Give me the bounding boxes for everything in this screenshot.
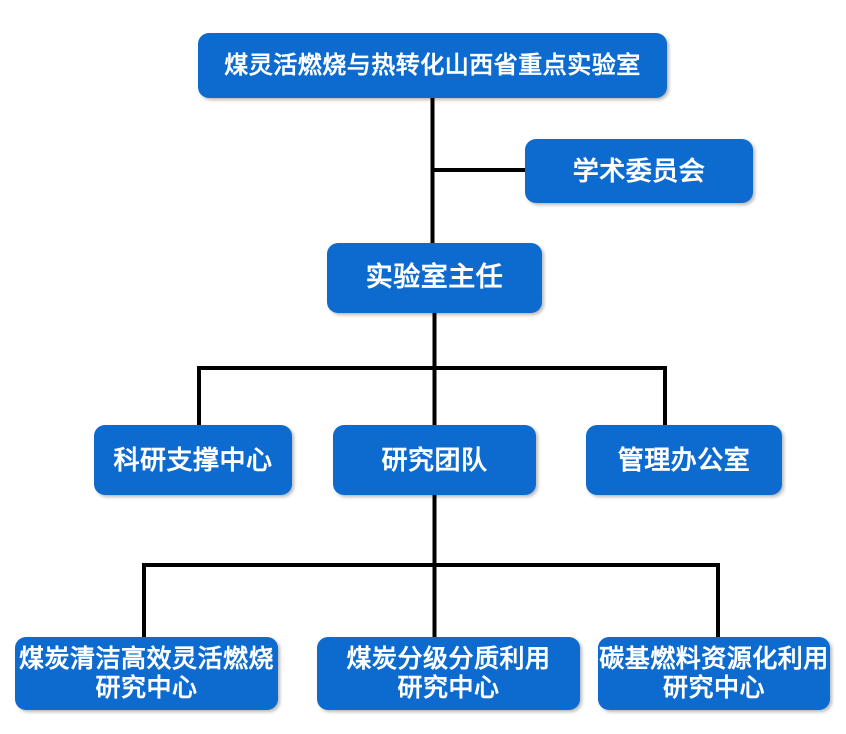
- org-node-research-teams: 研究团队: [333, 425, 536, 495]
- org-node-teams-label: 研究团队: [381, 444, 488, 475]
- org-node-center2-line1: 煤炭分级分质利用: [346, 644, 551, 673]
- org-node-director-label: 实验室主任: [365, 262, 504, 293]
- edge-teams-branch: [142, 563, 720, 639]
- org-node-root: 煤灵活燃烧与热转化山西省重点实验室: [198, 33, 667, 98]
- org-node-support-label: 科研支撑中心: [113, 444, 273, 475]
- org-node-center3-line2: 研究中心: [662, 673, 765, 702]
- edge-director-branch: [197, 366, 667, 427]
- org-node-admin-office: 管理办公室: [586, 425, 782, 495]
- org-node-clean-combustion-center: 煤炭清洁高效灵活燃烧 研究中心: [15, 637, 278, 710]
- org-node-carbon-fuel-center: 碳基燃料资源化利用 研究中心: [598, 637, 830, 710]
- org-node-academic-label: 学术委员会: [572, 155, 706, 186]
- org-node-center2-line2: 研究中心: [397, 673, 500, 702]
- org-node-center1-line2: 研究中心: [95, 673, 198, 702]
- org-node-center1-line1: 煤炭清洁高效灵活燃烧: [18, 644, 274, 673]
- org-node-lab-director: 实验室主任: [327, 243, 542, 313]
- org-node-center3-line1: 碳基燃料资源化利用: [599, 644, 829, 673]
- org-node-academic-committee: 学术委员会: [525, 139, 753, 203]
- org-node-root-label: 煤灵活燃烧与热转化山西省重点实验室: [224, 51, 641, 79]
- org-node-coal-grading-center: 煤炭分级分质利用 研究中心: [317, 637, 580, 710]
- org-node-research-support-center: 科研支撑中心: [94, 425, 292, 495]
- org-node-admin-label: 管理办公室: [617, 444, 751, 475]
